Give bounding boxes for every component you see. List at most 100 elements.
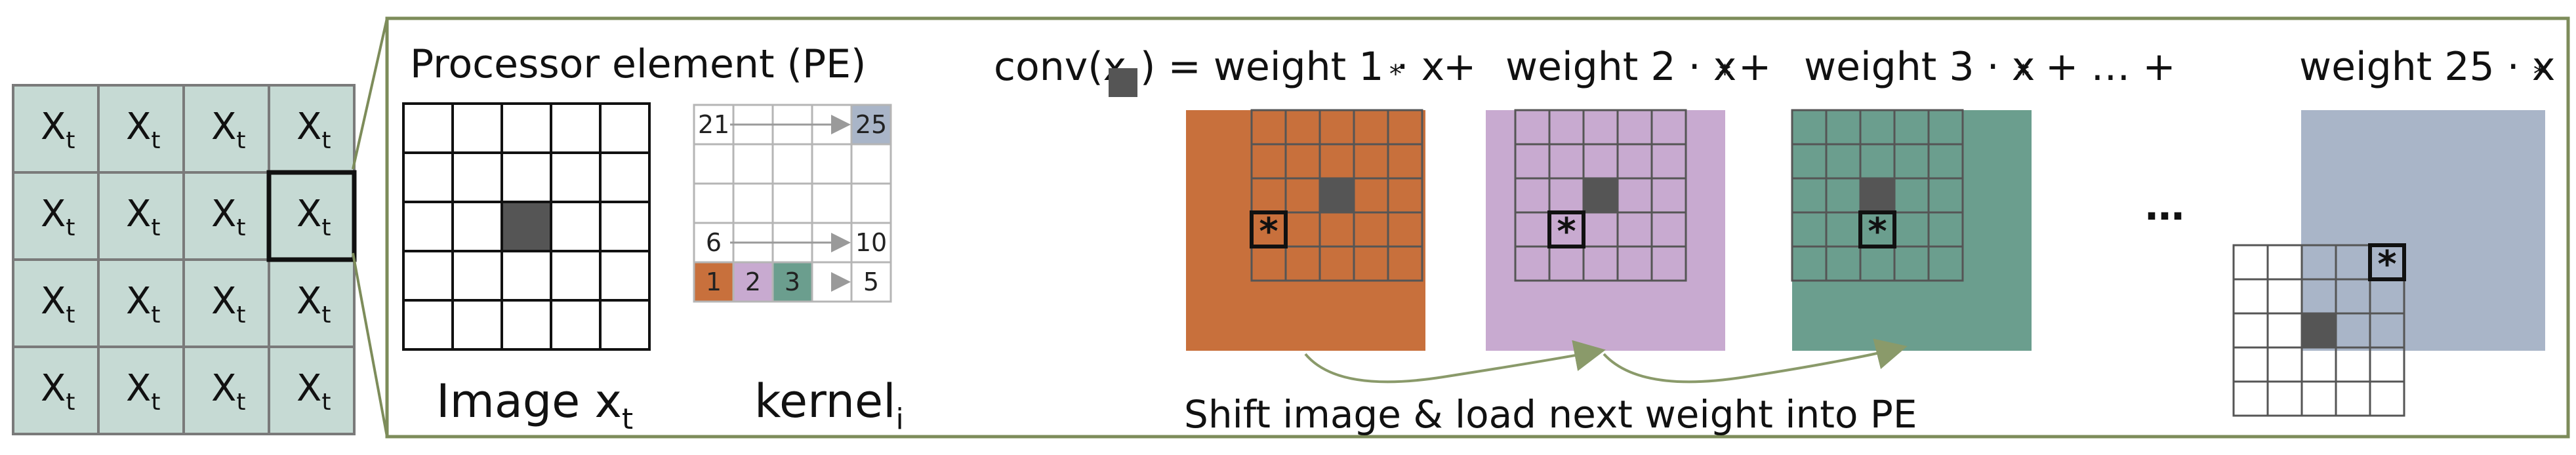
shift-pixel (1387, 245, 1423, 282)
shift-pixel-outline (2300, 278, 2337, 315)
shift-pixel (2335, 346, 2371, 383)
shift-pixel (2266, 244, 2303, 281)
shift-pixel (1927, 245, 1964, 282)
kernel-cell (811, 182, 853, 224)
equation-star3: * (2017, 60, 2030, 89)
kernel-cell (732, 182, 774, 224)
pe-pixel (402, 102, 454, 154)
equation-plus2: + (1738, 44, 1771, 90)
pe-pixel (550, 250, 602, 302)
pe-pixel (451, 151, 503, 203)
zoom-connector-bottom (352, 252, 388, 437)
active-weight-marker: * (1557, 210, 1576, 253)
tile-label: Xt (41, 106, 75, 154)
shift-pixel-outline (2335, 244, 2371, 281)
pe-pixel (599, 201, 651, 252)
tile-label: Xt (41, 280, 75, 328)
equation-term2: weight 2 · x (1505, 44, 1736, 90)
pe-pixel (402, 299, 454, 351)
equation-term1: ) = weight 1 · x (1140, 44, 1444, 90)
pe-panel (385, 16, 2570, 439)
pe-pixel (599, 250, 651, 302)
tile-label: Xt (126, 367, 161, 416)
tile-cell (268, 346, 356, 435)
shift-pixel (2266, 380, 2303, 417)
shift-weight-3: * (1791, 109, 2032, 351)
shift-pixel-outline (2335, 278, 2371, 315)
shift-arrow-1 (1304, 340, 1606, 384)
active-weight-marker: * (2377, 243, 2396, 286)
tile-label: Xt (211, 367, 246, 416)
shift-pixel (2369, 380, 2405, 417)
kernel-cell (850, 104, 892, 146)
kernel-cell (811, 143, 853, 185)
pe-pixel (501, 151, 552, 203)
shift-pixel-outline (2369, 380, 2405, 417)
pe-image-grid (402, 102, 651, 351)
kernel-cell (693, 222, 735, 264)
pe-pixel (501, 102, 552, 154)
active-weight-box (1858, 210, 1896, 248)
kernel-label-25: 25 (855, 110, 887, 139)
shift-center-pixel (2300, 312, 2337, 349)
shift-pixel (2300, 380, 2337, 417)
highlighted-tile (266, 170, 357, 262)
shift-weight-25: * (2232, 110, 2545, 417)
shift-pixel (2266, 346, 2303, 383)
pe-pixel (451, 250, 503, 302)
shift-weight-2: * (1486, 109, 1725, 351)
shift-pixel (2266, 312, 2303, 349)
shift-pixel (2232, 312, 2269, 349)
pe-pixel (402, 151, 454, 203)
kernel-label-6: 6 (706, 228, 722, 257)
kernel-cell (771, 182, 813, 224)
kernel-cell (693, 143, 735, 185)
shift-pixel-outline (2335, 312, 2371, 349)
pe-pixel (451, 201, 503, 252)
shift-center-pixel (1319, 177, 1355, 214)
shift-pixel (2335, 380, 2371, 417)
shift-pixel (2369, 346, 2405, 383)
kernel-cell (850, 182, 892, 224)
shift-center-pixel (1582, 177, 1619, 214)
active-weight-box (1250, 210, 1288, 248)
shifted-images: * * * * (1186, 109, 2545, 417)
tile-label: Xt (41, 367, 75, 416)
shift-weight-1: * (1186, 109, 1425, 351)
pe-pixel (599, 151, 651, 203)
pe-pixel (550, 201, 602, 252)
kernel-cell (732, 261, 774, 303)
pe-pixel (501, 250, 552, 302)
tile-label: Xt (126, 193, 161, 241)
pe-pixel (550, 151, 602, 203)
tile-label: Xt (296, 367, 331, 416)
kernel-label-3: 3 (785, 267, 800, 296)
shift-center-pixel (1859, 177, 1896, 214)
kernel-label: kerneli (754, 374, 904, 436)
tile-label: Xt (41, 193, 75, 241)
kernel-cell (850, 261, 892, 303)
pe-pixel (550, 102, 602, 154)
equation-star2: * (1719, 60, 1731, 89)
equation-term25: weight 25 · x (2299, 44, 2555, 90)
shift-pixel (1650, 245, 1687, 282)
kernel-cell (693, 182, 735, 224)
pe-pixel (451, 299, 503, 351)
shift-background (1186, 110, 1425, 351)
kernel-label-10: 10 (855, 228, 887, 257)
tile-label: Xt (211, 280, 246, 328)
pe-pixel (451, 102, 503, 154)
shift-pixel-outline (2300, 244, 2337, 281)
pe-title: Processor element (PE) (410, 41, 866, 87)
shift-pixel (2232, 380, 2269, 417)
kernel-label-2: 2 (745, 267, 761, 296)
pe-pixel (550, 299, 602, 351)
equation-plus3: + … + (2045, 44, 2176, 90)
ellipsis: … (2145, 184, 2184, 229)
zoom-connector-top (352, 18, 388, 170)
pe-pixel (402, 250, 454, 302)
